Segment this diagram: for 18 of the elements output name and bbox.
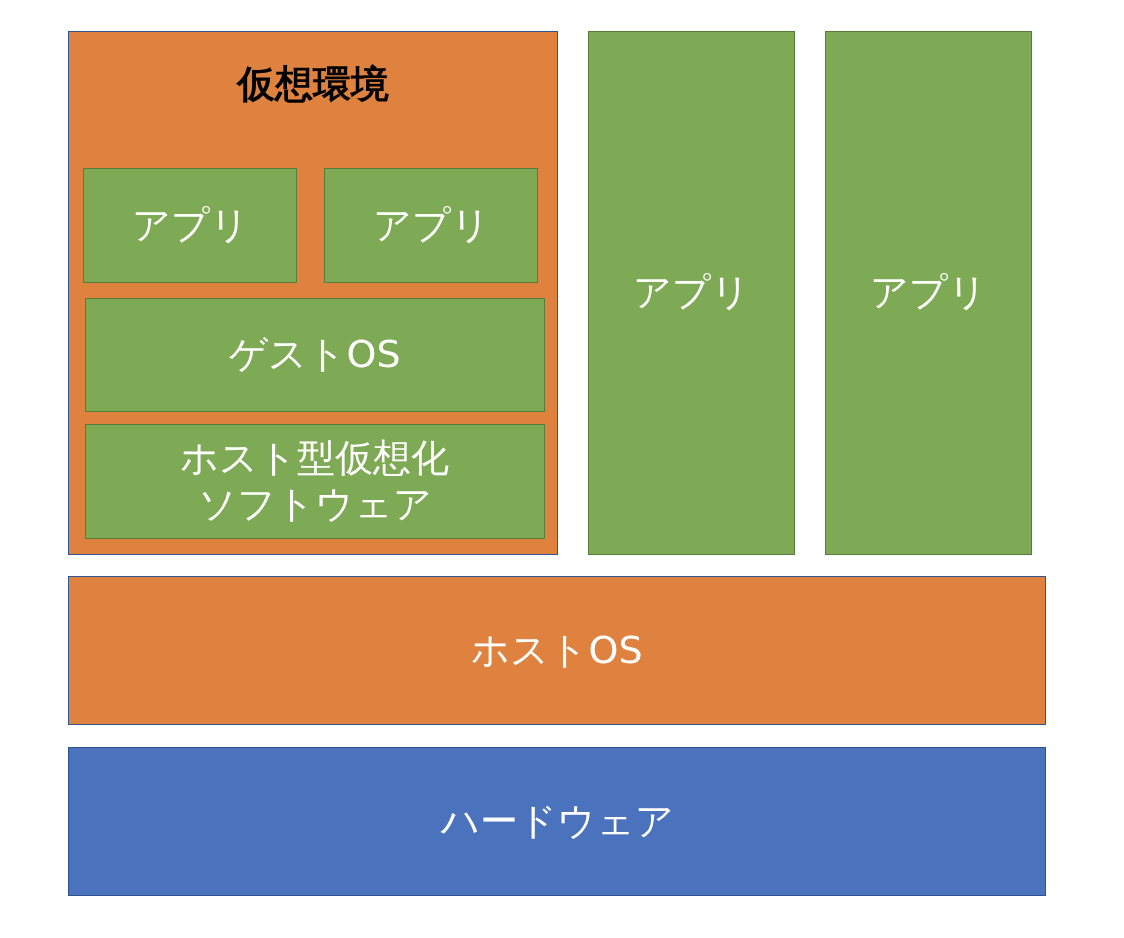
box-label: アプリ	[372, 202, 490, 249]
box-label: アプリ	[633, 270, 750, 316]
box-label: ゲストOS	[229, 332, 401, 378]
app-box	[324, 168, 538, 283]
hypervisor-box	[85, 424, 545, 539]
hardware-box	[68, 747, 1046, 896]
app-box	[83, 168, 297, 283]
box-label: アプリ	[870, 270, 987, 316]
box-label: ホスト型仮想化ソフトウェア	[179, 435, 451, 528]
guest-os-box	[85, 298, 545, 412]
box-label: アプリ	[131, 202, 249, 249]
host-os-box	[68, 576, 1046, 725]
app-box	[825, 31, 1032, 555]
panel-heading: 仮想環境	[237, 62, 389, 108]
app-box	[588, 31, 795, 555]
box-label: ハードウェア	[440, 798, 674, 845]
virtual-environment-panel	[68, 31, 558, 555]
box-label: ホストOS	[471, 627, 643, 674]
